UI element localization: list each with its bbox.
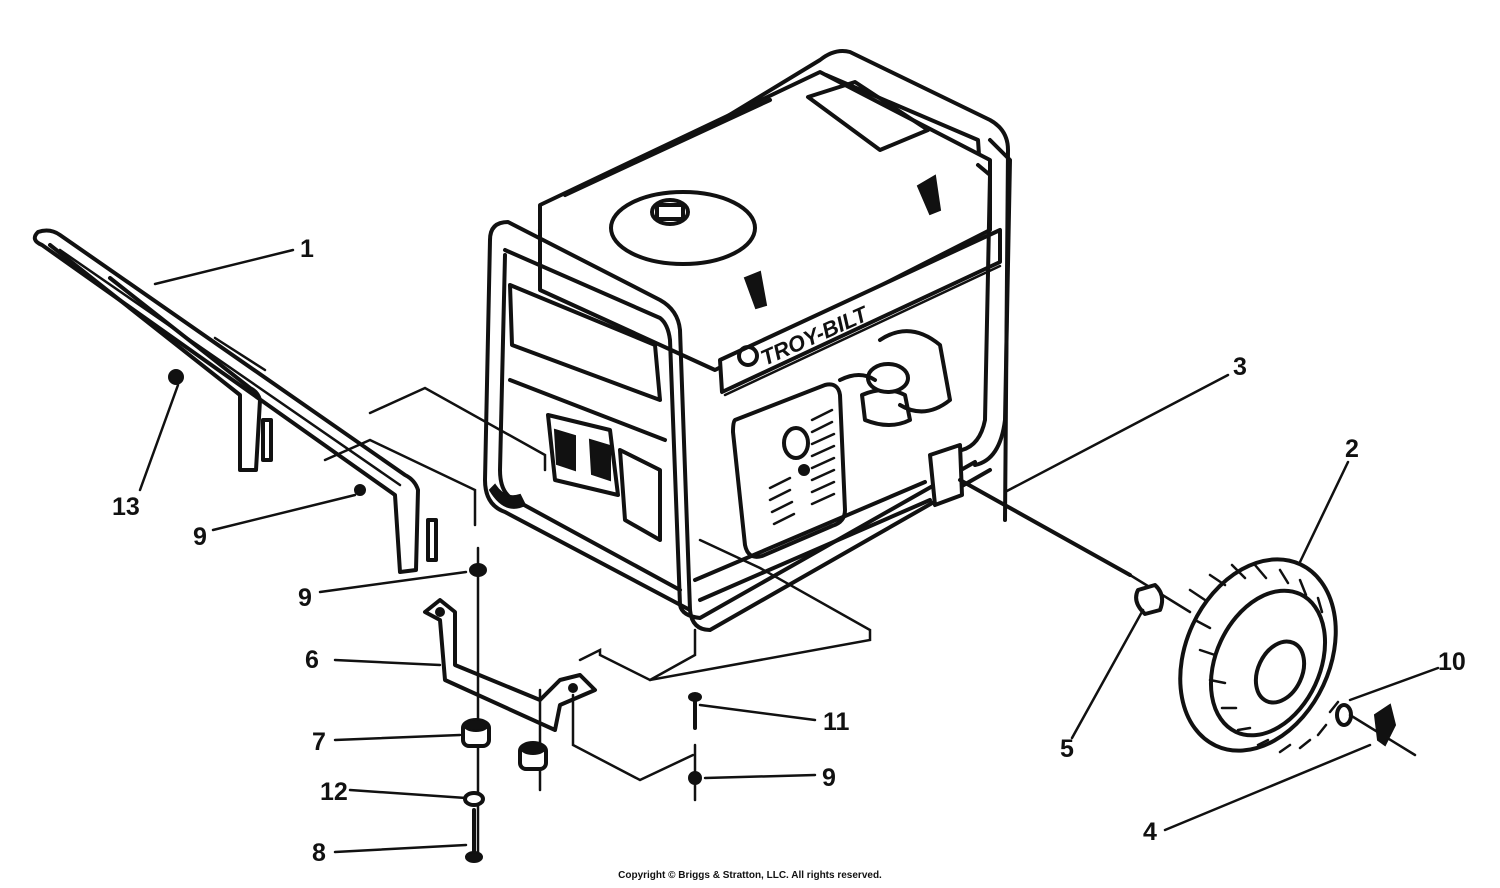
callout-9-lower: 9 [822, 764, 836, 792]
mounting-bracket-part [423, 546, 702, 863]
leader-lines [138, 248, 1440, 854]
generator-assembly: TROY-BILT [483, 49, 1012, 632]
callout-6: 6 [305, 646, 319, 674]
callout-11: 11 [823, 708, 850, 736]
callout-4: 4 [1143, 818, 1157, 846]
callout-10: 10 [1438, 648, 1466, 676]
callout-labels: 1 2 3 4 5 6 7 8 9 9 9 10 11 12 13 [112, 235, 1466, 867]
copyright-notice: Copyright © Briggs & Stratton, LLC. All … [618, 870, 882, 881]
callout-5: 5 [1060, 735, 1074, 763]
callout-9-bracket: 9 [298, 584, 312, 612]
axle-wheel-part [958, 478, 1417, 757]
callout-12: 12 [320, 778, 348, 806]
callout-9-handle: 9 [193, 523, 207, 551]
callout-13: 13 [112, 493, 140, 521]
callout-3: 3 [1233, 353, 1247, 381]
explode-lines [323, 386, 872, 782]
callout-2: 2 [1345, 435, 1359, 463]
handle-part [32, 228, 438, 574]
callout-8: 8 [312, 839, 326, 867]
callout-1: 1 [300, 235, 314, 263]
callout-7: 7 [312, 728, 326, 756]
